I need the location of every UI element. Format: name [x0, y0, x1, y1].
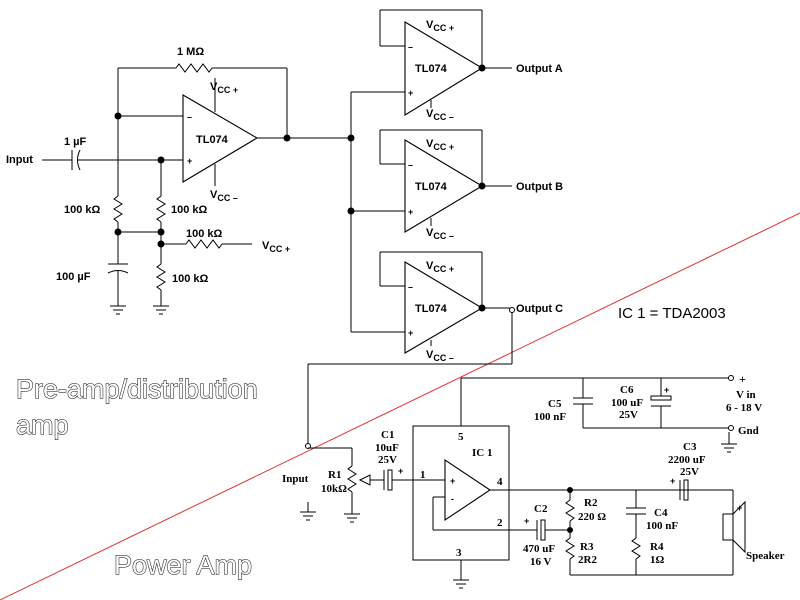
opamp-buffer-c [404, 261, 484, 354]
c3-value: 2200 uF [668, 454, 706, 466]
gnd-label: Gnd [738, 425, 759, 437]
resistor-label-1: 100 kΩ [64, 204, 101, 216]
ic-note: IC 1 = TDA2003 [618, 305, 726, 322]
section-title-preamp-line2: amp [16, 410, 69, 440]
speaker-icon [722, 513, 734, 541]
preamp-circuit [42, 9, 515, 444]
resistor-label-2: 100 kΩ [171, 204, 208, 216]
r4-name: R4 [650, 541, 664, 553]
opamp-a-plus: + [408, 88, 413, 98]
ic1-amplifier [444, 458, 491, 522]
r3-value: 2R2 [578, 554, 597, 566]
c5-value: 100 nF [534, 411, 566, 423]
c3-plus: + [670, 476, 675, 486]
vcc-minus-a: VCC – [426, 108, 454, 122]
opamp-main [182, 94, 259, 183]
vcc-plus-a: VCC + [426, 19, 454, 33]
opamp-buffer-a [404, 21, 484, 116]
vin-plus: + [739, 372, 746, 386]
resistor-label-4: 100 kΩ [172, 273, 209, 285]
c6-volt: 25V [619, 409, 638, 421]
vcc-minus-c: VCC – [426, 349, 454, 363]
r2-value: 220 Ω [578, 511, 606, 523]
vin-range: 6 - 18 V [726, 402, 762, 414]
opamp-c-label: TL074 [415, 303, 448, 315]
c2-value: 470 uF [523, 543, 555, 555]
opamp-c-plus: + [408, 328, 413, 338]
ic1-name: IC 1 [472, 447, 492, 459]
r1-name: R1 [328, 469, 341, 481]
preamp-input-label: Input [6, 154, 33, 166]
vcc-plus-b: VCC + [426, 138, 454, 152]
pin3-label: 3 [456, 547, 462, 559]
opamp-main-minus: – [187, 112, 192, 122]
pin4-label: 4 [497, 476, 503, 488]
c3-volt: 25V [680, 466, 699, 478]
speaker-label: Speaker [746, 550, 785, 562]
c1-value: 10uF [375, 442, 399, 454]
opamp-b-plus: + [408, 207, 413, 217]
vcc-plus-main: VCC + [210, 81, 238, 95]
pin1-label: 1 [420, 469, 426, 481]
c6-plus: + [664, 385, 669, 395]
c5-name: C5 [548, 398, 562, 410]
c6-name: C6 [620, 384, 634, 396]
c1-plus: + [398, 466, 403, 476]
speaker-plus: + [737, 503, 742, 513]
opamp-b-label: TL074 [415, 181, 448, 193]
vcc-minus-main: VCC – [210, 189, 238, 203]
ic1-minus: - [451, 494, 454, 504]
r1-value: 10kΩ [321, 483, 347, 495]
poweramp-circuit [300, 375, 746, 589]
opamp-c-minus: – [408, 282, 413, 292]
section-divider-line [0, 212, 800, 600]
opamp-b-minus: – [408, 160, 413, 170]
bypass-capacitor-label: 100 µF [56, 271, 91, 283]
c2-plus: + [524, 516, 529, 526]
resistor-label-3: 100 kΩ [186, 228, 223, 240]
vin-label: V in [736, 389, 756, 401]
r3-name: R3 [580, 541, 594, 553]
c6-value: 100 uF [611, 397, 643, 409]
c1-name: C1 [381, 429, 394, 441]
c3-name: C3 [683, 441, 697, 453]
opamp-main-label: TL074 [196, 134, 229, 146]
vcc-plus-c: VCC + [426, 260, 454, 274]
pin5-label: 5 [458, 431, 464, 443]
pin2-label: 2 [497, 517, 503, 529]
c4-name: C4 [654, 507, 668, 519]
opamp-main-plus: + [187, 156, 192, 166]
output-c-label: Output C [516, 303, 563, 315]
c2-volt: 16 V [530, 556, 552, 568]
c4-value: 100 nF [646, 520, 678, 532]
ic1-plus: + [450, 476, 455, 486]
vcc-minus-b: VCC – [426, 227, 454, 241]
feedback-resistor-label: 1 MΩ [177, 46, 204, 58]
c2-name: C2 [534, 503, 548, 515]
output-b-label: Output B [516, 181, 563, 193]
output-a-label: Output A [516, 63, 563, 75]
poweramp-input-label: Input [282, 473, 309, 485]
opamp-a-label: TL074 [415, 63, 448, 75]
c1-volt: 25V [378, 454, 397, 466]
section-title-power: Power Amp [114, 550, 252, 580]
input-capacitor-label: 1 µF [64, 136, 87, 148]
opamp-buffer-b [404, 139, 484, 233]
opamp-a-minus: – [408, 42, 413, 52]
vcc-plus-bias: VCC + [262, 240, 290, 254]
r4-value: 1Ω [650, 554, 665, 566]
r2-name: R2 [584, 497, 598, 509]
section-title-preamp-line1: Pre-amp/distribution [16, 374, 258, 404]
